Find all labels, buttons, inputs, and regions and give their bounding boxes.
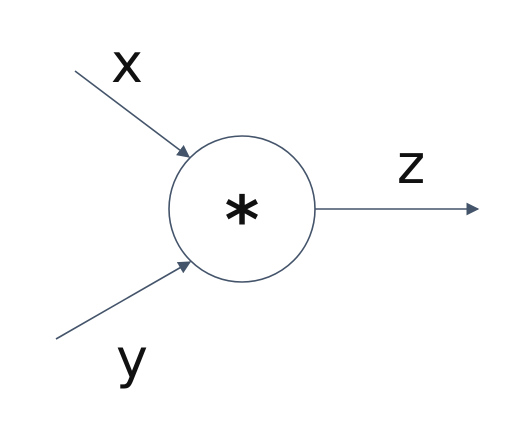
edge-y-to-node: [55, 261, 192, 340]
operator-symbol: *: [225, 182, 260, 259]
input-label-x: x: [111, 32, 143, 95]
input-label-y: y: [116, 327, 148, 390]
operation-node: [168, 135, 316, 283]
edge-x-to-node: [74, 70, 191, 158]
output-label-z: z: [397, 133, 425, 196]
